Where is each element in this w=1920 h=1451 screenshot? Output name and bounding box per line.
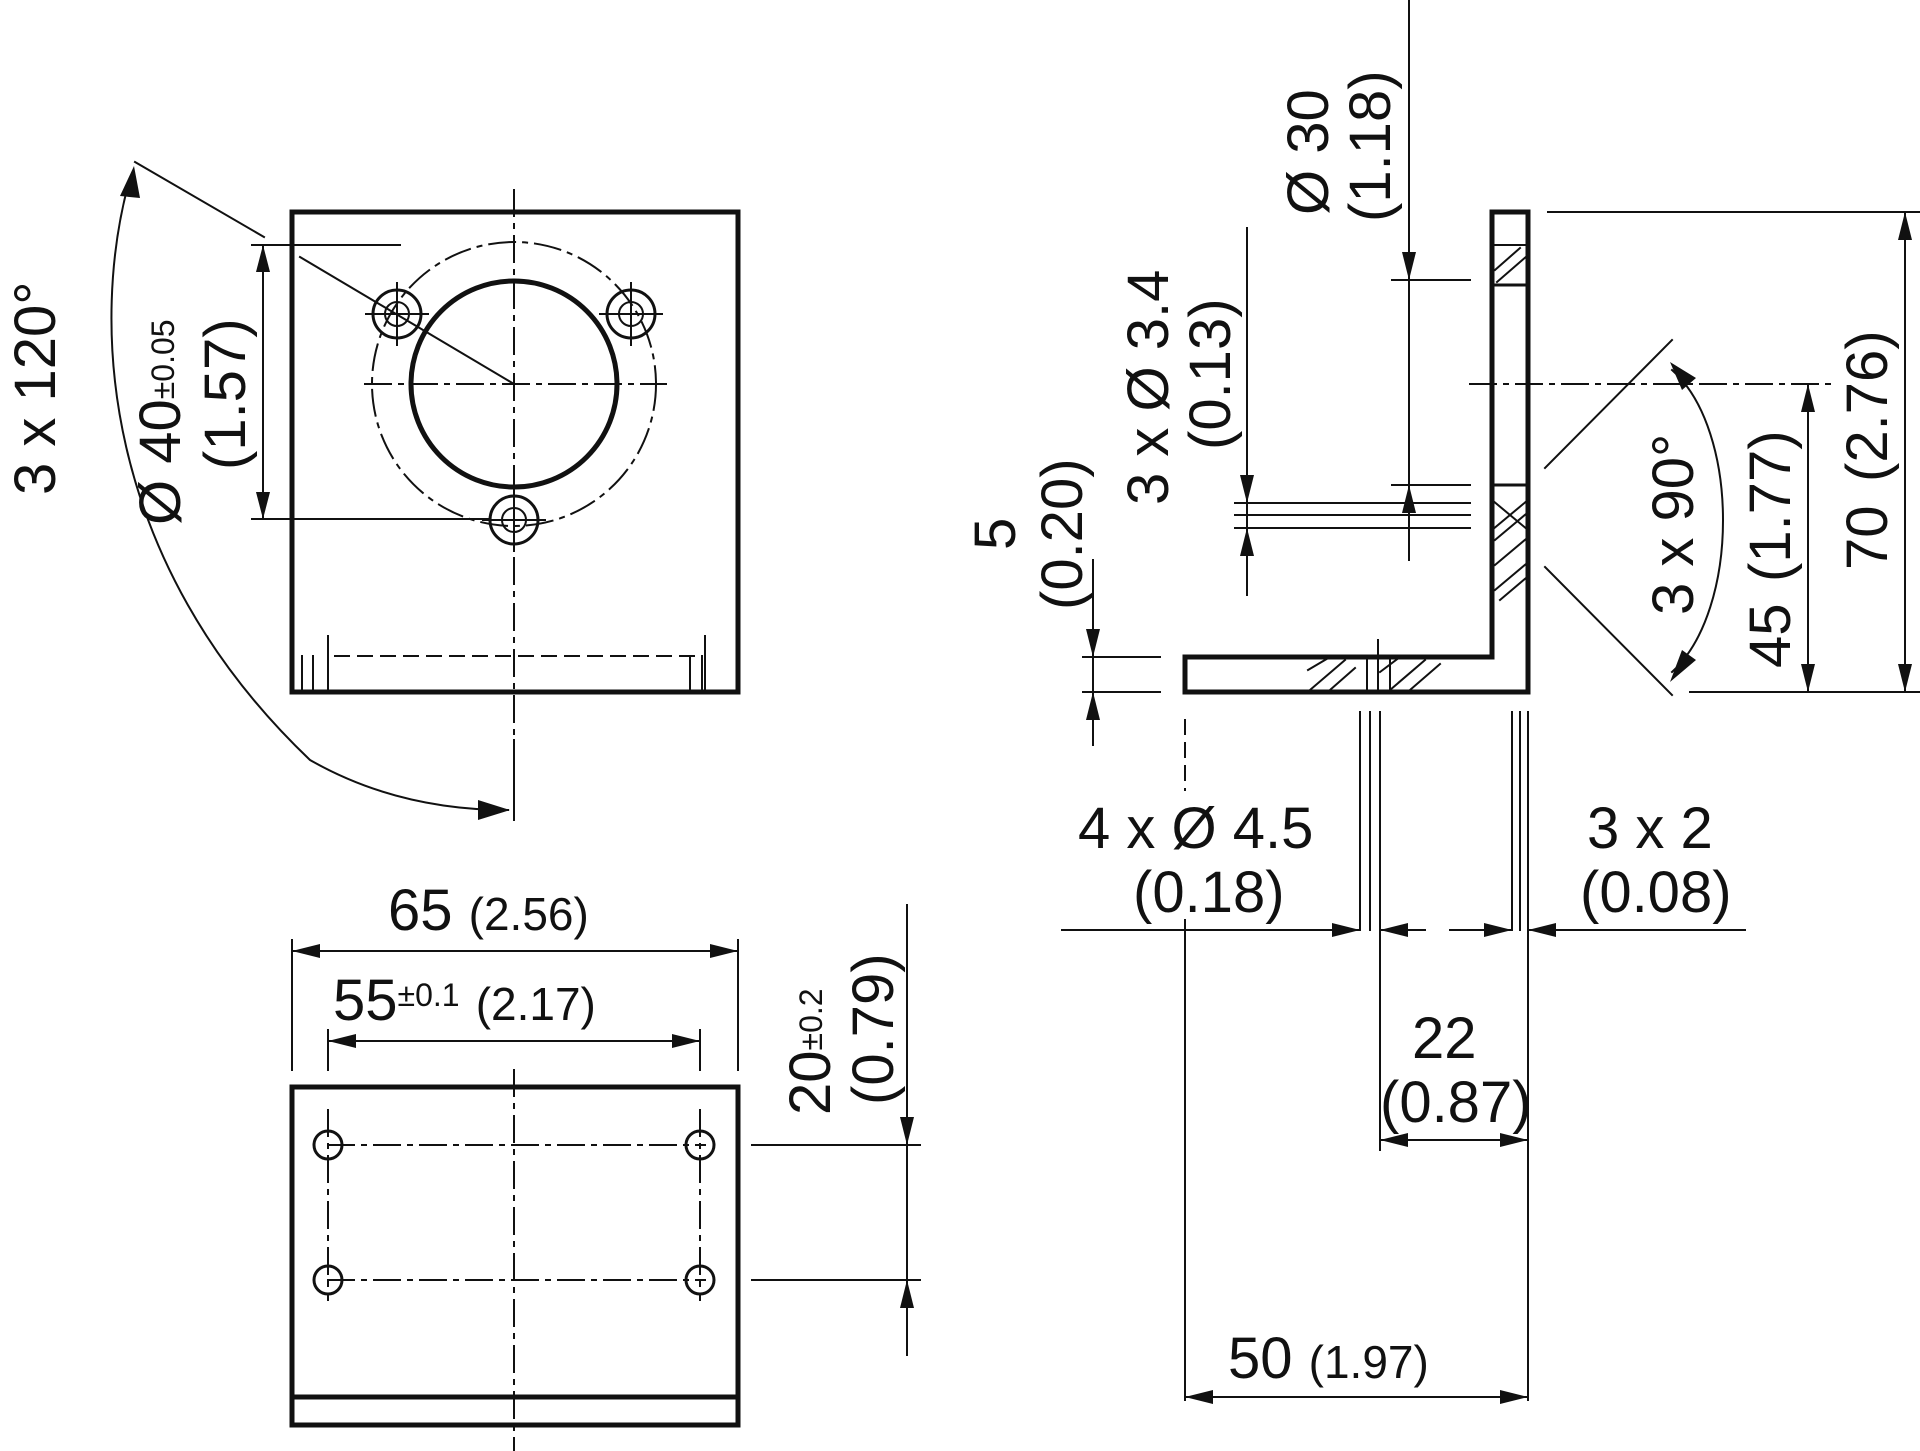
h20-tolerance: ±0.2 (793, 988, 829, 1050)
dia45-inch-label: (0.18) (1133, 860, 1285, 925)
t5-label: 5 (963, 518, 1028, 550)
t3x2-inch-label: (0.08) (1580, 860, 1732, 925)
dia45-label: 4 x Ø 4.5 (1078, 796, 1313, 861)
bolt-hole-right (599, 282, 663, 346)
angle-120-label: 3 x 120° (3, 282, 68, 495)
center-bore (408, 278, 620, 490)
h20-value: 20 (778, 1050, 843, 1115)
dia30-label: Ø 30 (1276, 89, 1341, 215)
dia34-inch-label: (0.13) (1178, 298, 1243, 450)
w55-tolerance: ±0.1 (398, 977, 460, 1013)
h20-inch-label: (0.79) (841, 953, 906, 1105)
w50-inch: (1.97) (1309, 1336, 1429, 1388)
w55-label: 55±0.1 (2.17) (333, 968, 596, 1033)
side-view (1061, 0, 1920, 1404)
d22-label: 22 (1412, 1006, 1477, 1071)
angle-90-label: 3 x 90° (1641, 434, 1706, 615)
dia40-value: Ø 40 (128, 399, 193, 525)
w65-inch: (2.56) (469, 888, 589, 940)
front-view (110, 160, 741, 821)
t3x2-label: 3 x 2 (1587, 796, 1713, 861)
w50-label: 50 (1.97) (1228, 1326, 1429, 1391)
dia40-label: Ø 40±0.05 (128, 319, 193, 525)
h20-label: 20±0.2 (778, 988, 843, 1115)
t5-inch-label: (0.20) (1030, 458, 1095, 610)
svg-text:Ø 40±0.05: Ø 40±0.05 (128, 319, 193, 525)
bolt-hole-bottom (482, 488, 546, 552)
h45-label: 45 (1738, 603, 1803, 668)
w65-label: 65 (2.56) (388, 878, 589, 943)
h70-label: 70 (1835, 505, 1900, 570)
w55-value: 55 (333, 968, 398, 1033)
w50-value: 50 (1228, 1326, 1293, 1391)
dia34-label: 3 x Ø 3.4 (1116, 270, 1181, 505)
d22-inch-label: (0.87) (1380, 1070, 1532, 1135)
svg-text:20±0.2: 20±0.2 (778, 988, 843, 1115)
w55-inch: (2.17) (476, 978, 596, 1030)
h45-inch-label: (1.77) (1738, 430, 1803, 582)
dia40-tolerance: ±0.05 (145, 319, 181, 399)
dia40-inch-label: (1.57) (193, 318, 258, 470)
dia30-inch-label: (1.18) (1338, 70, 1403, 222)
h70-inch-label: (2.76) (1835, 330, 1900, 482)
top-view (289, 904, 921, 1451)
w65-value: 65 (388, 878, 453, 943)
